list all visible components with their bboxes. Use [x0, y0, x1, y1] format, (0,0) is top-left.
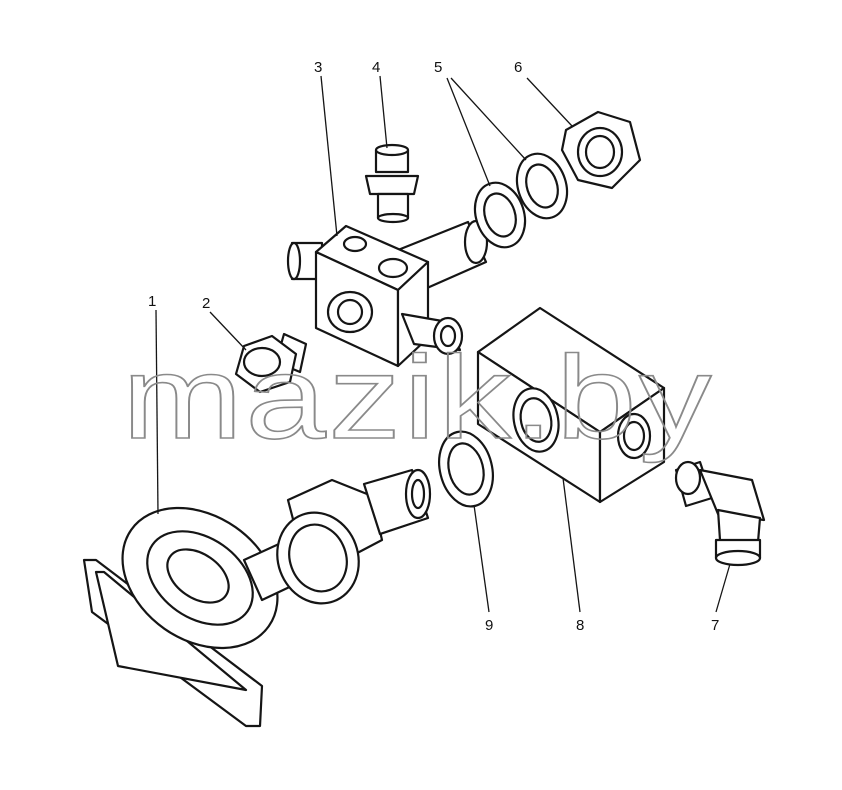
- watermark-text: mazik.by: [122, 332, 714, 464]
- leader-lines: [155, 75, 731, 613]
- callout-8: 8: [576, 617, 584, 634]
- leader-6: [526, 77, 573, 127]
- leader-9: [473, 504, 490, 613]
- part-2-cap-nut: [234, 332, 308, 394]
- leader-7: [715, 563, 731, 613]
- callout-5: 5: [434, 59, 442, 76]
- callout-4: 4: [372, 59, 380, 76]
- leader-5b: [450, 77, 527, 161]
- part-5-washers: [473, 152, 569, 249]
- part-1-valve-assembly: [82, 468, 432, 728]
- callout-1: 1: [148, 293, 156, 310]
- leader-1: [155, 309, 159, 515]
- part-4-fitting: [364, 143, 420, 224]
- part-7-elbow-fitting: [674, 460, 766, 567]
- callout-6: 6: [514, 59, 522, 76]
- leader-3: [320, 75, 338, 237]
- part-6-hex-nut: [560, 110, 642, 190]
- leader-4: [379, 75, 388, 149]
- callout-2: 2: [202, 295, 210, 312]
- part-9-washer: [438, 430, 494, 508]
- callout-labels: 1 2 3 4 5 6 7 8 9: [148, 59, 719, 634]
- part-8-block: [476, 306, 666, 504]
- leader-5a: [446, 77, 491, 187]
- leader-2: [209, 311, 247, 351]
- callout-3: 3: [314, 59, 322, 76]
- leader-8: [562, 477, 581, 613]
- callout-7: 7: [711, 617, 719, 634]
- callout-9: 9: [485, 617, 493, 634]
